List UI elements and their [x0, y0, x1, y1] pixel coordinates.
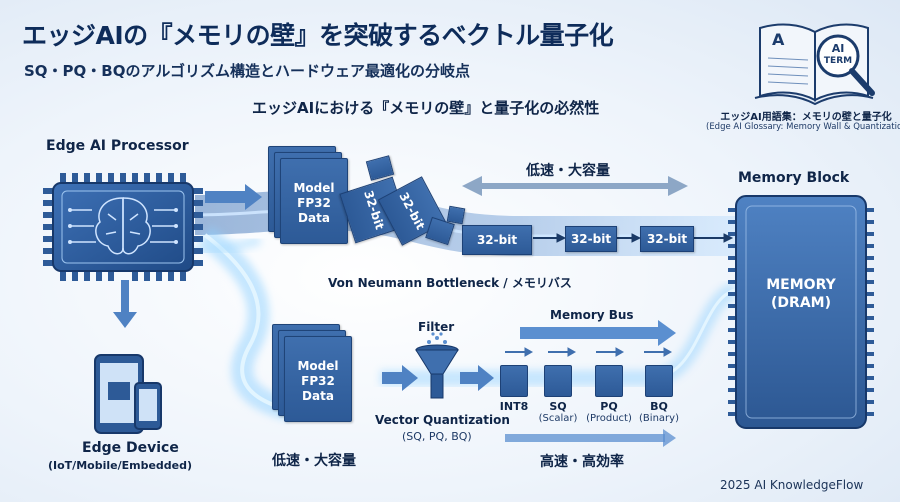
glossary-book-icon: [754, 23, 875, 106]
doc-to-filter-arrow: [382, 365, 418, 391]
chunk-block-c: [446, 205, 466, 225]
bottom-model-data-doc: Model FP32 Data: [284, 336, 352, 422]
edge-device-icon: [94, 354, 162, 434]
filter-label: Filter: [418, 320, 455, 334]
output-sq-icon: [544, 365, 572, 397]
top-speed-label: 低速・大容量: [526, 163, 610, 179]
output-pq-icon: [595, 365, 623, 397]
vq-label: Vector Quantization: [375, 413, 510, 427]
top-model-data-doc: Model FP32 Data: [280, 158, 348, 244]
processor-to-data-arrow: [205, 184, 262, 210]
chunk-arrows: [533, 233, 734, 243]
chunk-32bit-3: 32-bit: [462, 225, 532, 255]
memory-line-1: MEMORY: [766, 277, 836, 293]
processor-to-device-arrow: [113, 280, 137, 328]
output-int8: INT8: [492, 365, 536, 413]
memory-chip-text: MEMORY (DRAM): [736, 276, 866, 312]
glossary-book-letter: A: [772, 30, 785, 49]
memory-bus-label: Memory Bus: [550, 308, 634, 322]
glossary-badge: AI TERM: [818, 43, 858, 67]
output-sq-label: SQ: [549, 400, 567, 413]
bottom-speed-label: 低速・大容量: [272, 453, 356, 469]
footer-credit: 2025 AI KnowledgeFlow: [720, 478, 864, 492]
output-bq-label: BQ: [650, 400, 668, 413]
glossary-badge-line2: TERM: [823, 56, 853, 66]
device-label: Edge Device: [82, 440, 179, 456]
output-bq-icon: [645, 365, 673, 397]
processor-label: Edge AI Processor: [46, 138, 189, 154]
top-doc-line-3: Data: [298, 211, 330, 225]
output-bq-sub: (Binary): [639, 413, 679, 424]
memory-line-2: (DRAM): [771, 295, 831, 311]
output-sq-sub: (Scalar): [538, 413, 578, 424]
page-title: エッジAIの『メモリの壁』を突破するベクトル量子化: [22, 21, 614, 50]
top-doc-line-1: Model: [293, 181, 335, 195]
glossary-badge-line1: AI: [831, 42, 845, 55]
filter-funnel-icon: [415, 332, 459, 399]
result-label: 高速・高効率: [540, 454, 624, 470]
bottom-doc-line-3: Data: [302, 389, 334, 403]
bottom-doc-line-2: FP32: [301, 374, 335, 388]
output-sq: SQ (Scalar): [536, 365, 580, 424]
section-heading: エッジAIにおける『メモリの壁』と量子化の必然性: [252, 99, 600, 117]
edge-ai-processor: [43, 173, 203, 281]
page-subtitle: SQ・PQ・BQのアルゴリズム構造とハードウェア最適化の分岐点: [24, 62, 471, 80]
vq-sublabel: (SQ, PQ, BQ): [402, 430, 472, 443]
top-doc-line-2: FP32: [297, 196, 331, 210]
output-int8-label: INT8: [499, 400, 529, 413]
glossary-subtitle: (Edge AI Glossary: Memory Wall & Quantiz…: [706, 122, 900, 132]
filter-to-output-arrow: [460, 365, 494, 391]
output-bq: BQ (Binary): [634, 365, 684, 424]
memory-block-chip: [728, 195, 874, 429]
slow-double-arrow: [462, 176, 688, 196]
small-bus-arrows: [505, 347, 673, 357]
fast-result-arrow: [505, 429, 676, 447]
chunk-32bit-4: 32-bit: [565, 226, 617, 252]
output-pq-sub: (Product): [586, 413, 632, 424]
device-sublabel: (IoT/Mobile/Embedded): [48, 459, 193, 472]
chunk-32bit-5: 32-bit: [640, 226, 694, 252]
bottom-doc-line-1: Model: [297, 359, 339, 373]
output-pq: PQ (Product): [584, 365, 634, 424]
output-pq-label: PQ: [600, 400, 618, 413]
glossary-title: エッジAI用語集：メモリの壁と量子化: [720, 112, 892, 123]
output-int8-icon: [500, 365, 528, 397]
memory-bus-arrow: [520, 320, 676, 346]
bottleneck-label: Von Neumann Bottleneck / メモリバス: [328, 276, 572, 290]
memory-block-label: Memory Block: [738, 170, 850, 186]
